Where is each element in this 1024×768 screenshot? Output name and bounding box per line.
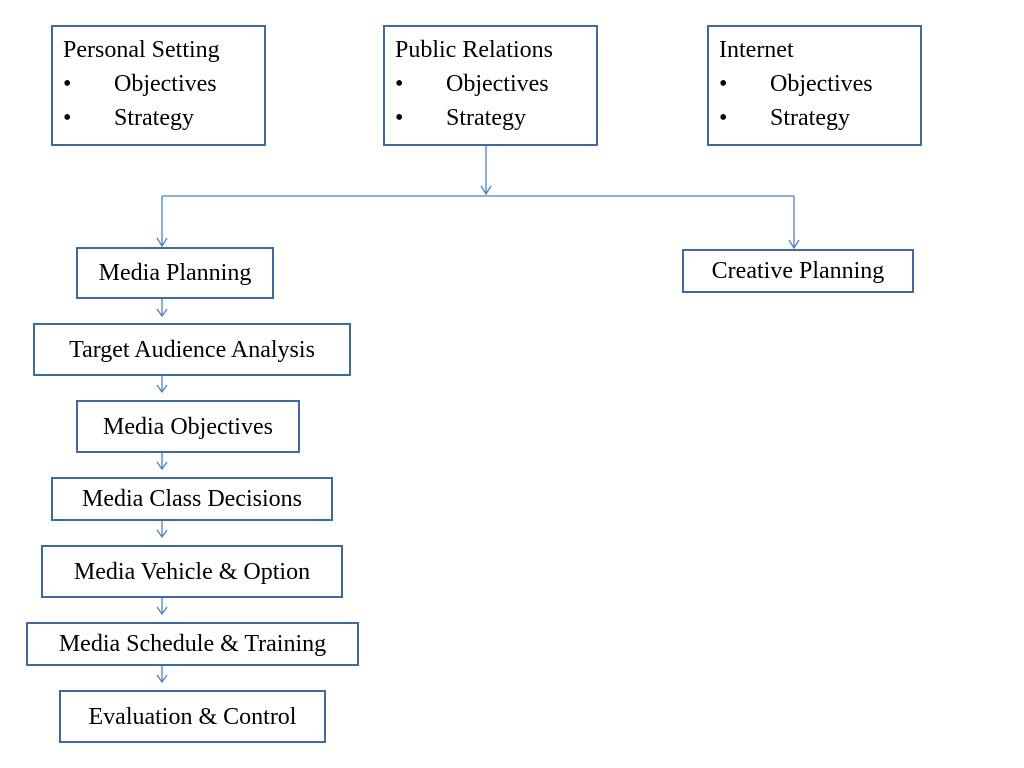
internet-box: Internet • Objectives • Strategy [707,25,922,146]
bullet-text: Objectives [446,71,549,97]
bullet-text: Strategy [770,105,850,131]
bullet-item: • Objectives [719,67,910,101]
flow-step-media-schedule-training: Media Schedule & Training [26,622,359,666]
bullet-text: Strategy [114,105,194,131]
creative-planning-box: Creative Planning [682,249,914,293]
bullet-glyph: • [395,71,404,97]
flow-step-media-objectives: Media Objectives [76,400,300,453]
bullet-glyph: • [63,71,72,97]
arrowhead-step-3 [156,461,168,471]
flow-step-label: Media Vehicle & Option [73,558,311,585]
bullet-glyph: • [63,105,72,131]
flow-step-label: Media Planning [98,260,252,286]
flow-step-label: Media Objectives [103,413,273,440]
bullet-item: • Objectives [63,67,254,101]
arrowhead-step-1 [156,308,168,318]
internet-title: Internet [719,37,794,63]
arrowhead-pr [480,185,492,196]
bullet-item: • Strategy [63,101,254,135]
flow-step-media-vehicle-option: Media Vehicle & Option [41,545,343,598]
flow-step-evaluation-control: Evaluation & Control [59,690,326,743]
bullet-text: Objectives [770,71,873,97]
arrowhead-creative-planning [788,239,800,250]
arrowhead-step-5 [156,606,168,616]
bullet-item: • Strategy [395,101,586,135]
bullet-item: • Strategy [719,101,910,135]
arrowhead-step-2 [156,384,168,394]
personal-setting-box: Personal Setting • Objectives • Strategy [51,25,266,146]
flow-step-label: Media Schedule & Training [58,631,327,657]
arrowhead-media-planning [156,237,168,248]
bullet-glyph: • [719,105,728,131]
arrowhead-step-6 [156,674,168,684]
arrowhead-step-4 [156,529,168,539]
flow-step-label: Target Audience Analysis [69,336,315,363]
flow-step-target-audience-analysis: Target Audience Analysis [33,323,351,376]
bullet-text: Objectives [114,71,217,97]
flow-step-label: Media Class Decisions [82,486,302,512]
bullet-text: Strategy [446,105,526,131]
public-relations-title: Public Relations [395,37,553,63]
flow-step-label: Evaluation & Control [88,703,297,730]
public-relations-box: Public Relations • Objectives • Strategy [383,25,598,146]
creative-planning-label: Creative Planning [711,258,885,284]
flow-step-media-planning: Media Planning [76,247,274,299]
flow-step-media-class-decisions: Media Class Decisions [51,477,333,521]
bullet-glyph: • [719,71,728,97]
bullet-item: • Objectives [395,67,586,101]
bullet-glyph: • [395,105,404,131]
personal-setting-title: Personal Setting [63,37,220,63]
